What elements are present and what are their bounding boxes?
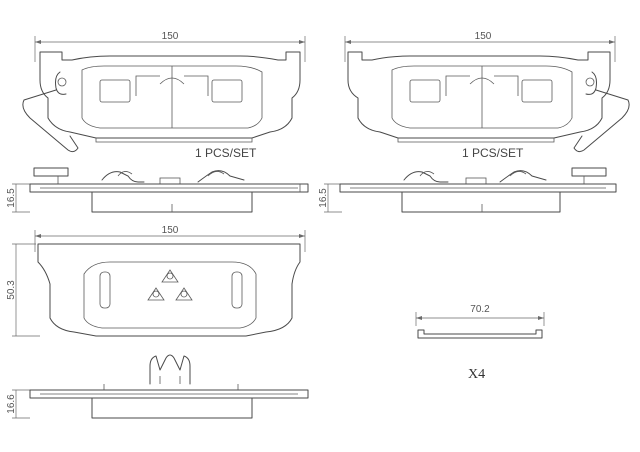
note-set-left: 1 PCS/SET: [195, 146, 257, 160]
top-left-pad: 150 1 PCS/SET: [22, 31, 306, 160]
friction-side-bottom: [91, 397, 253, 419]
backing-plate-side-left: [29, 183, 309, 193]
dim-label-top-left-thickness: 16.5: [6, 188, 17, 208]
top-right-side-view: 16.5: [318, 167, 617, 213]
wear-indicator-left: [22, 71, 79, 153]
bottom-side-view: 16.6: [6, 354, 309, 419]
dim-label-top-right-thickness: 16.5: [318, 188, 329, 208]
top-right-pad: 150 1 PCS/SET: [344, 31, 630, 160]
dim-label-bottom-width: 150: [162, 225, 179, 236]
backing-plate-side-right: [339, 183, 617, 193]
backing-plate-side-bottom: [29, 389, 309, 399]
backing-plate-top-right: [347, 51, 611, 139]
dim-label-top-right-width: 150: [475, 31, 492, 42]
friction-side-right: [401, 191, 561, 213]
dim-label-shim-length: 70.2: [470, 304, 490, 315]
spring-clip-right: [403, 170, 547, 183]
shim-part: [417, 329, 543, 339]
quantity-label: X4: [468, 367, 485, 382]
center-clip-bottom: [149, 354, 191, 385]
backing-plate-bottom: [37, 243, 301, 337]
spring-clip-left: [101, 170, 245, 183]
dim-label-bottom-thickness: 16.6: [6, 394, 17, 414]
shim-detail: 70.2 X4: [415, 304, 545, 382]
friction-material-bottom: [83, 261, 257, 329]
backing-plate-top-left: [39, 51, 301, 139]
top-left-side-view: 16.5: [6, 167, 309, 213]
dim-label-top-left-width: 150: [162, 31, 179, 42]
dim-label-bottom-height: 50.3: [6, 280, 17, 300]
wear-indicator-right: [573, 71, 630, 153]
friction-material-top-right: [391, 65, 573, 129]
friction-material-top-left: [81, 65, 263, 129]
bottom-pad: 150 50.3: [6, 225, 306, 337]
note-set-right: 1 PCS/SET: [462, 146, 524, 160]
